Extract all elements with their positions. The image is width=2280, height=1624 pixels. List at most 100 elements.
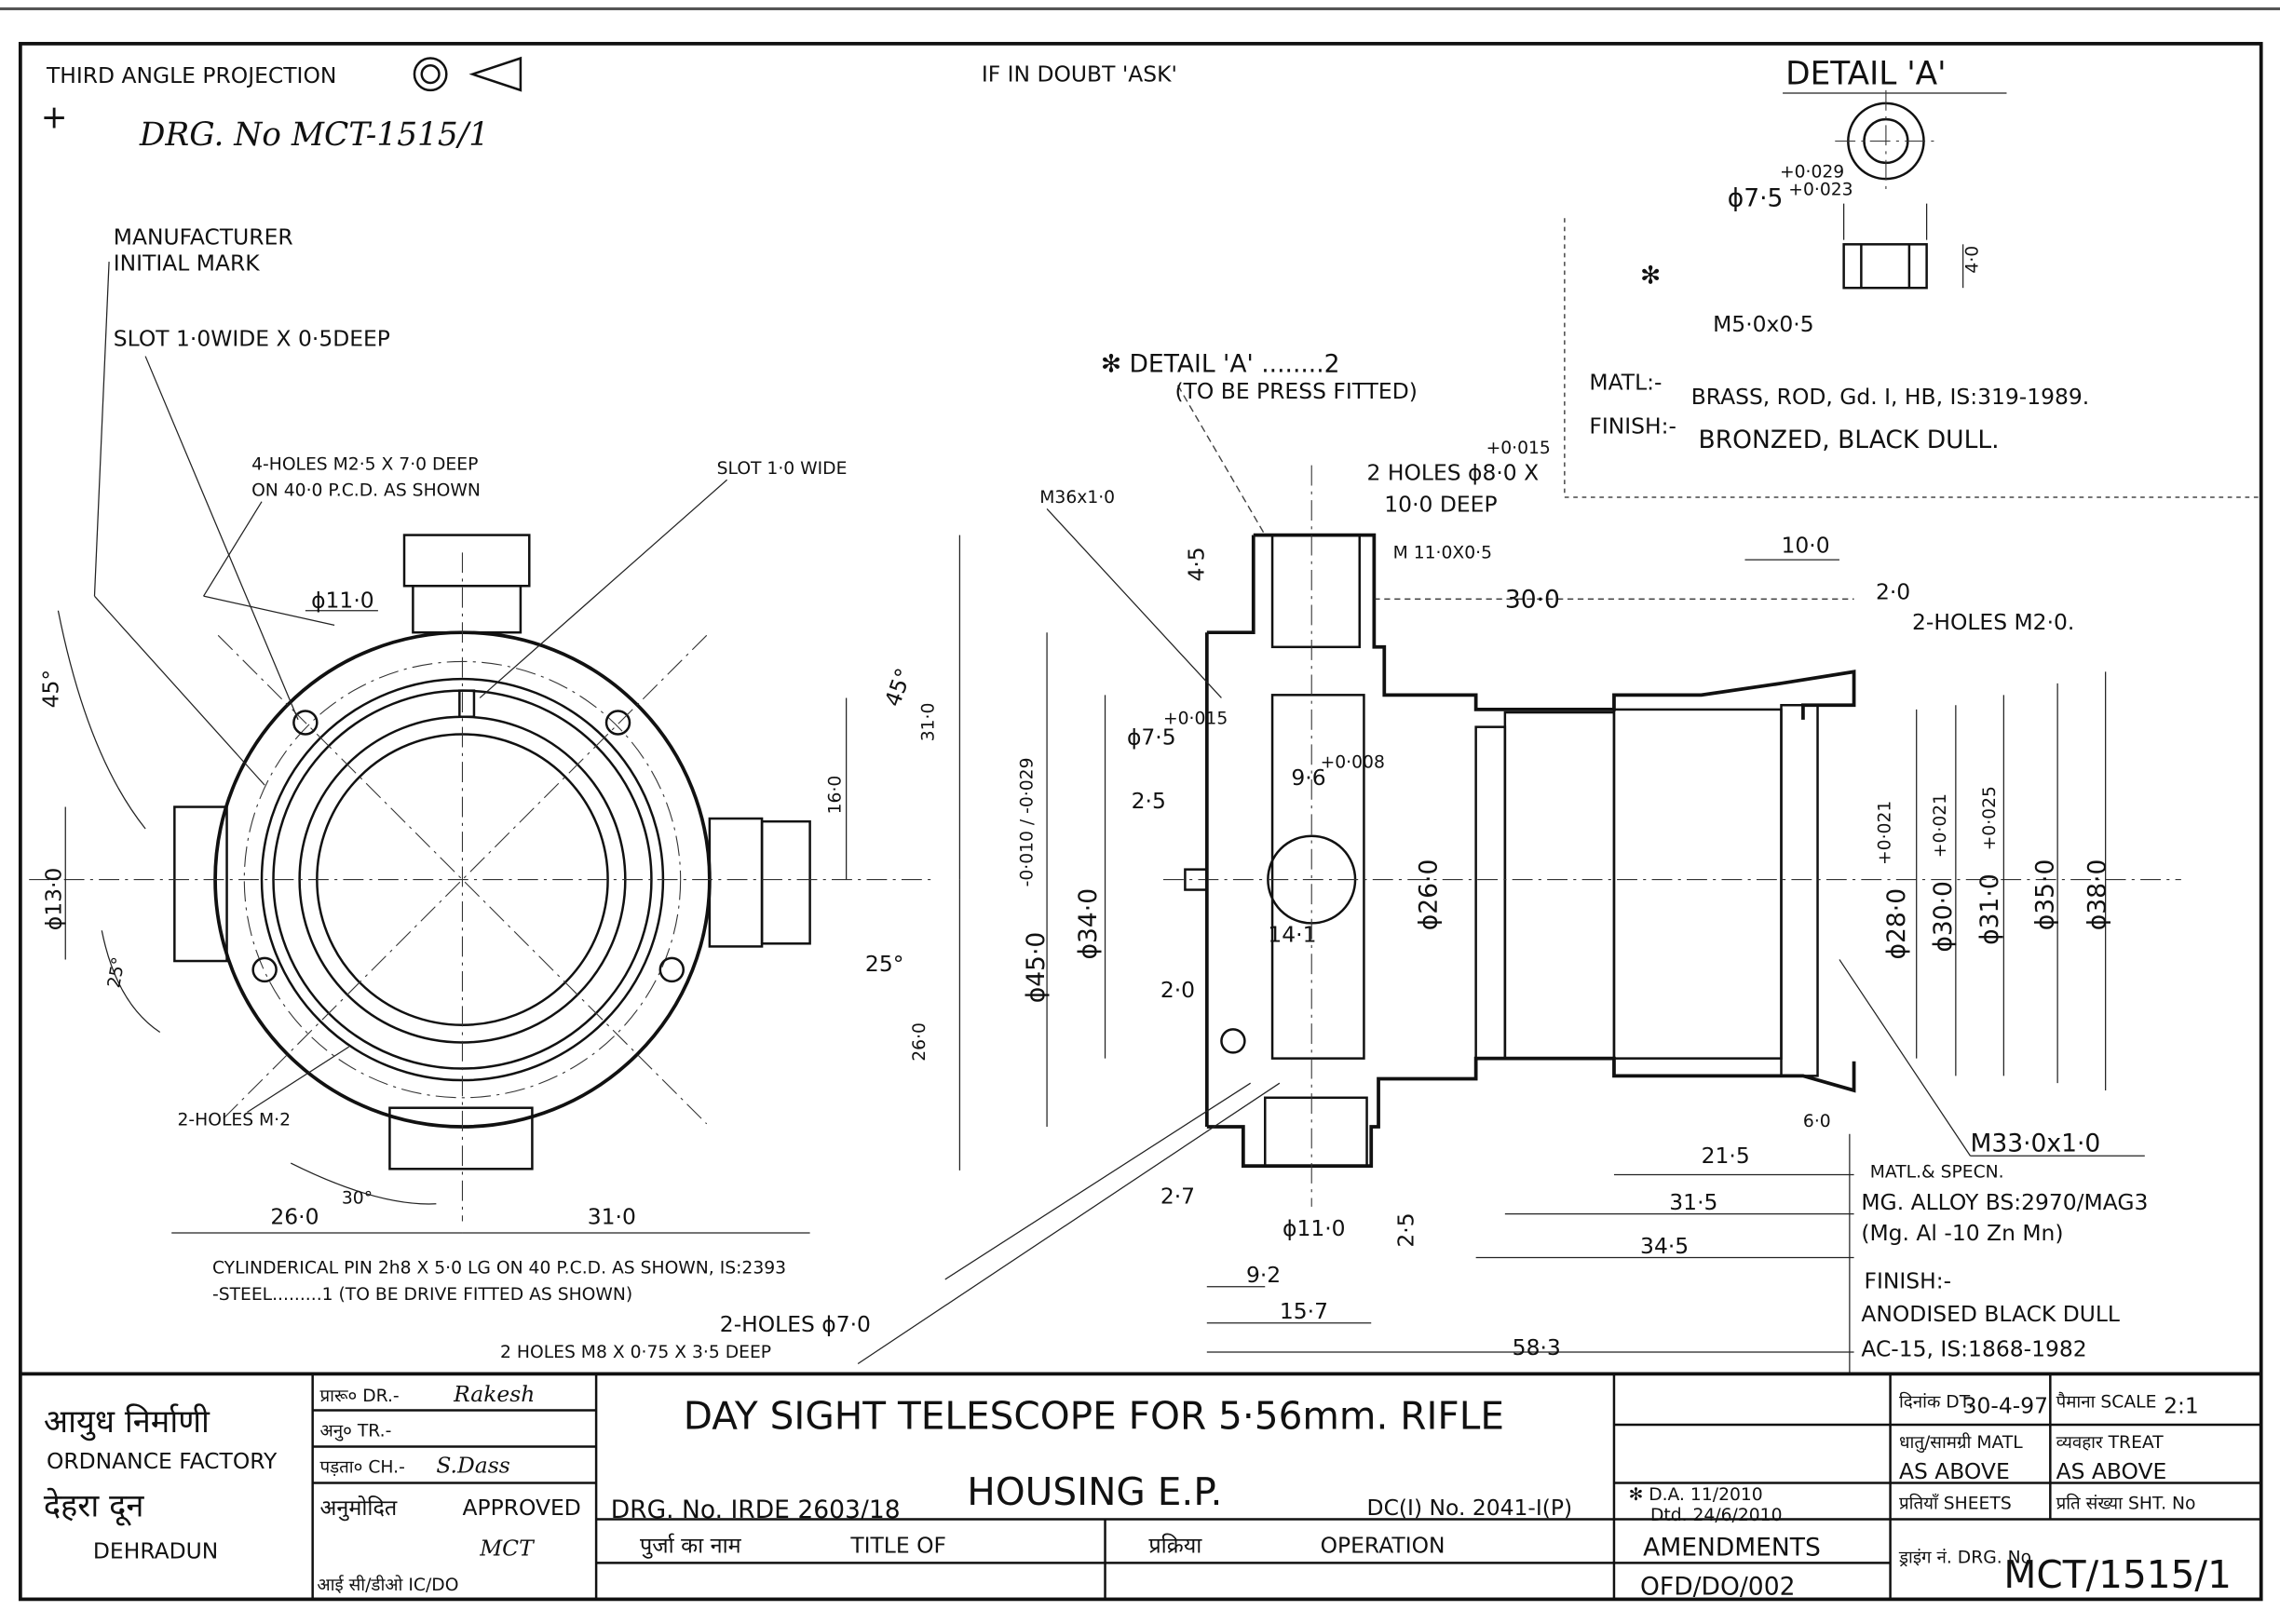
matl-label: धातु/सामग्री MATL bbox=[1899, 1432, 2023, 1454]
detail-matl-label: MATL:- bbox=[1589, 369, 1662, 395]
projection-symbol-cone bbox=[468, 56, 522, 92]
dim-11b-text: ϕ11·0 bbox=[1282, 1215, 1346, 1241]
flange-section bbox=[1204, 535, 1255, 1128]
top-boss-neck bbox=[412, 584, 522, 634]
drg-no-label: ड्राइंग नं. DRG. No bbox=[1898, 1548, 2031, 1567]
top-bore bbox=[1270, 534, 1361, 649]
dim-25-right: 25° bbox=[865, 951, 904, 977]
leader-m8 bbox=[857, 1082, 1281, 1365]
treat-label: व्यवहार TREAT bbox=[2056, 1433, 2165, 1453]
leader-slot bbox=[144, 356, 299, 721]
slot-wide-note: SLOT 1·0 WIDE bbox=[717, 459, 848, 479]
approver-roles: आई सी/डीओ IC/DO bbox=[317, 1575, 458, 1595]
hole-m25-2 bbox=[604, 710, 631, 736]
dim-28-tol: +0·021 bbox=[1876, 801, 1895, 865]
irde-drg-no: DRG. No. IRDE 2603/18 bbox=[611, 1495, 901, 1524]
manufacturer-note-2: INITIAL MARK bbox=[114, 250, 260, 276]
hole-m25-4 bbox=[658, 956, 685, 983]
date-value: 30-4-97 bbox=[1963, 1393, 2048, 1419]
holes-80-note-1: 2 HOLES ϕ8·0 X bbox=[1367, 459, 1540, 485]
dim-30-tol: +0·021 bbox=[1931, 793, 1950, 858]
treat-value: AS ABOVE bbox=[2056, 1458, 2167, 1484]
approved-hindi: अनुमोदित bbox=[319, 1495, 397, 1522]
leader-m2 bbox=[247, 1046, 350, 1113]
end-view: MANUFACTURER INITIAL MARK SLOT 1·0WIDE X… bbox=[29, 223, 961, 1234]
leader-pin bbox=[944, 1082, 1251, 1280]
city-hindi: देहरा दून bbox=[44, 1487, 145, 1526]
title-of-hindi: पुर्जा का नाम bbox=[640, 1532, 742, 1559]
da-note-1: ✻ D.A. 11/2010 bbox=[1629, 1485, 1763, 1505]
drawn-label: प्रारू० DR.- bbox=[319, 1387, 399, 1406]
sheets-label: प्रतियाँ SHEETS bbox=[1899, 1494, 2012, 1514]
bottom-bore bbox=[1264, 1096, 1368, 1168]
matl-spec-1: MG. ALLOY BS:2970/MAG3 bbox=[1861, 1189, 2148, 1215]
dim-20-text: 2·0 bbox=[1160, 977, 1195, 1003]
dim-45h-text: 4·5 bbox=[1184, 547, 1210, 581]
holes-80-tol: +0·015 bbox=[1486, 439, 1551, 458]
projection-label: THIRD ANGLE PROJECTION bbox=[46, 62, 336, 88]
detail-matl: BRASS, ROD, Gd. I, HB, IS:319-1989. bbox=[1691, 384, 2090, 410]
dim-31-tol: +0·025 bbox=[1980, 786, 2000, 850]
holes-m2-note: 2-HOLES M·2 bbox=[177, 1110, 291, 1130]
dim-6-text: 6·0 bbox=[1803, 1112, 1831, 1131]
pin-note-2: -STEEL.........1 (TO BE DRIVE FITTED AS … bbox=[212, 1285, 632, 1305]
left-boss bbox=[173, 805, 228, 963]
title-block: आयुध निर्माणी ORDNANCE FACTORY देहरा दून… bbox=[20, 1372, 2261, 1602]
dim-35-text: ϕ35·0 bbox=[2030, 859, 2059, 931]
dim-27-text: 2·7 bbox=[1160, 1184, 1195, 1210]
da-note-2: Dtd. 24/6/2010 bbox=[1650, 1506, 1783, 1525]
leader-mfr-2 bbox=[94, 595, 265, 786]
detail-finish: BRONZED, BLACK DULL. bbox=[1699, 426, 2000, 454]
drawing-border bbox=[18, 42, 2263, 1602]
angle-arc-45 bbox=[57, 610, 146, 830]
dim-11-text: ϕ11·0 bbox=[311, 588, 374, 614]
dim-345-text: 34·5 bbox=[1640, 1233, 1689, 1259]
slot bbox=[458, 689, 476, 718]
dim-28-text: ϕ28·0 bbox=[1882, 888, 1911, 960]
small-hole bbox=[1220, 1028, 1246, 1054]
header: THIRD ANGLE PROJECTION + IF IN DOUBT 'AS… bbox=[41, 56, 2007, 154]
projection-symbol-circle bbox=[413, 57, 448, 92]
press-fit-note: (TO BE PRESS FITTED) bbox=[1174, 378, 1417, 404]
hole-m25-3 bbox=[251, 956, 278, 983]
checked-label: पड़ता० CH.- bbox=[319, 1458, 404, 1478]
manufacturer-note-1: MANUFACTURER bbox=[114, 223, 293, 250]
dim-31-v-text: 31·0 bbox=[918, 703, 938, 742]
section-view: ✻ DETAIL 'A' ........2 (TO BE PRESS FITT… bbox=[212, 350, 2181, 1374]
dim-315-text: 31·5 bbox=[1669, 1189, 1717, 1215]
scale-label: पैमाना SCALE bbox=[2056, 1391, 2157, 1412]
holes-m20-note: 2-HOLES M2·0. bbox=[1912, 609, 2074, 635]
detail-a-view: ϕ7·5 +0·029 +0·023 4·0 ✻ M5·0x0·5 MATL:-… bbox=[1564, 89, 2261, 498]
step-4 bbox=[1780, 704, 1819, 1077]
hole-m25-1 bbox=[292, 710, 319, 736]
city-name: DEHRADUN bbox=[93, 1538, 218, 1564]
part-name: HOUSING E.P. bbox=[967, 1469, 1222, 1514]
dc-no: DC(I) No. 2041-I(P) bbox=[1367, 1495, 1573, 1521]
dim-10-text: 10·0 bbox=[1782, 532, 1830, 558]
dim-45-left: 45° bbox=[37, 670, 63, 709]
detail-star: ✻ bbox=[1640, 261, 1661, 290]
angle-arc-30 bbox=[290, 1162, 437, 1205]
dim-13-text: ϕ13·0 bbox=[41, 868, 67, 931]
leader-slot-wide bbox=[479, 479, 728, 698]
matl-spec-2: (Mg. Al -10 Zn Mn) bbox=[1861, 1220, 2063, 1246]
dim-34-text: ϕ34·0 bbox=[1074, 888, 1103, 960]
slot-note: SLOT 1·0WIDE X 0·5DEEP bbox=[114, 326, 390, 352]
finish-2: AC-15, IS:1868-1982 bbox=[1861, 1336, 2086, 1362]
checked-by: S.Dass bbox=[436, 1453, 509, 1479]
dim-25b-text: 2·5 bbox=[1393, 1212, 1419, 1247]
dim-26-text: ϕ26·0 bbox=[1414, 859, 1443, 931]
drawing-ref-handwritten: DRG. No MCT-1515/1 bbox=[139, 116, 489, 154]
dim-157-text: 15·7 bbox=[1280, 1298, 1328, 1324]
matl-value: AS ABOVE bbox=[1899, 1458, 2010, 1484]
dim-2-text: 2·0 bbox=[1876, 578, 1910, 604]
dim-75-text: ϕ7·5 bbox=[1127, 724, 1176, 750]
approver-sign: MCT bbox=[479, 1536, 536, 1562]
section-outline-lower bbox=[1206, 1056, 1856, 1169]
pin-note-1: CYLINDERICAL PIN 2h8 X 5·0 LG ON 40 P.C.… bbox=[212, 1259, 786, 1279]
holes-m25-note-1: 4-HOLES M2·5 X 7·0 DEEP bbox=[251, 454, 478, 474]
leader-m36 bbox=[1046, 508, 1222, 698]
holes-70-note: 2-HOLES ϕ7·0 bbox=[720, 1311, 871, 1337]
dim-45-text: ϕ45·0 bbox=[1022, 932, 1051, 1004]
